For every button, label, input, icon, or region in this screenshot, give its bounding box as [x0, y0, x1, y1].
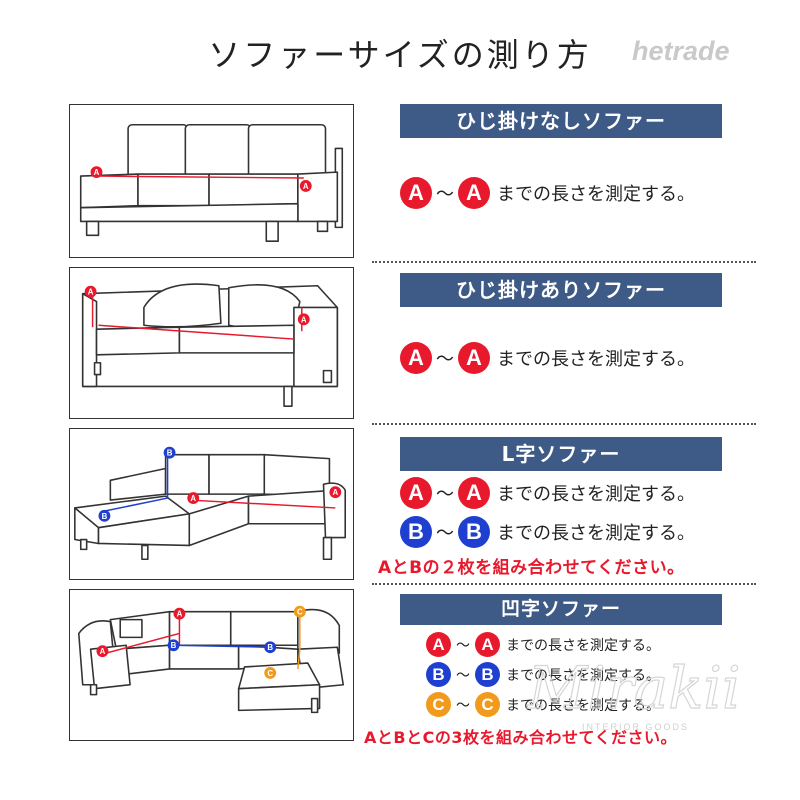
badge-to: A — [458, 177, 490, 209]
sofa-no-arms-drawing: A A — [79, 123, 344, 242]
badge-c-top: C — [293, 605, 306, 618]
svg-text:A: A — [94, 168, 100, 177]
combine-note: AとBの２枚を組み合わせてください。 — [378, 558, 685, 578]
l-shaped-sofa-drawing: B B A A — [74, 446, 347, 561]
instruction-row: C 〜 C までの長さを測定する。 — [426, 692, 660, 717]
banner-with-arms: ひじ掛けありソファー — [400, 273, 722, 307]
badge-from: A — [400, 477, 432, 509]
badge-from: A — [400, 342, 432, 374]
combine-note: AとBとCの3枚を組み合わせてください。 — [364, 728, 677, 747]
svg-text:B: B — [102, 512, 108, 521]
u-shaped-sofa-drawing: A A B B C C — [77, 605, 345, 714]
badge-from: A — [400, 177, 432, 209]
tilde: 〜 — [456, 637, 470, 654]
brand-logo: hetrade — [632, 36, 730, 66]
sofa-with-arms-drawing: A A — [81, 283, 339, 407]
page-title: ソファーサイズの測り方 — [208, 36, 592, 74]
badge-to: A — [458, 342, 490, 374]
badge-a-right: A — [299, 180, 312, 192]
dotted-divider — [372, 583, 756, 585]
tilde: 〜 — [456, 667, 470, 684]
svg-text:A: A — [88, 288, 94, 297]
badge-a-left: A — [90, 166, 103, 179]
banner-l-shaped: L字ソファー — [400, 437, 722, 471]
banner-u-shaped: 凹字ソファー — [400, 594, 722, 625]
instruction-row: A 〜 A までの長さを測定する。 — [400, 342, 695, 374]
banner-no-arms: ひじ掛けなしソファー — [400, 104, 722, 138]
svg-text:A: A — [190, 494, 196, 503]
svg-text:C: C — [297, 608, 303, 617]
badge-b-left: B — [167, 639, 180, 652]
instruction-row: A 〜 A までの長さを測定する。 — [400, 177, 695, 209]
tilde: 〜 — [436, 523, 454, 544]
badge-a-right: A — [297, 313, 310, 326]
instruction-text: までの長さを測定する。 — [497, 484, 695, 505]
badge-from: B — [400, 516, 432, 548]
badge-from: B — [426, 662, 451, 687]
svg-text:C: C — [267, 669, 273, 678]
instruction-text: までの長さを測定する。 — [497, 349, 695, 370]
badge-b-right: B — [264, 641, 277, 654]
badge-from: A — [426, 632, 451, 657]
badge-a-left: A — [96, 645, 109, 658]
tilde: 〜 — [436, 349, 454, 370]
svg-text:A: A — [333, 488, 339, 497]
svg-text:B: B — [171, 641, 177, 650]
instruction-text: までの長さを測定する。 — [506, 637, 660, 654]
tilde: 〜 — [436, 184, 454, 205]
svg-text:B: B — [167, 449, 173, 458]
badge-to: B — [458, 516, 490, 548]
svg-text:B: B — [267, 643, 273, 652]
u-shaped-sofa-illustration: A A B B C C — [69, 589, 354, 741]
sofa-no-arms-illustration: A A — [69, 104, 354, 258]
badge-from: C — [426, 692, 451, 717]
tilde: 〜 — [436, 484, 454, 505]
instruction-row: B 〜 B までの長さを測定する。 — [426, 662, 660, 687]
instruction-text: までの長さを測定する。 — [506, 697, 660, 714]
badge-to: A — [475, 632, 500, 657]
instruction-row: A 〜 A までの長さを測定する。 — [426, 632, 660, 657]
badge-b-top: B — [163, 446, 176, 459]
instruction-row: A 〜 A までの長さを測定する。 — [400, 477, 695, 509]
svg-text:A: A — [303, 182, 309, 191]
badge-b-bottom: B — [98, 509, 111, 522]
svg-text:A: A — [100, 647, 106, 656]
dotted-divider — [372, 261, 756, 263]
instruction-text: までの長さを測定する。 — [497, 184, 695, 205]
instruction-row: B 〜 B までの長さを測定する。 — [400, 516, 695, 548]
badge-c-bottom: C — [264, 666, 277, 679]
badge-to: A — [458, 477, 490, 509]
badge-to: B — [475, 662, 500, 687]
badge-a-left: A — [84, 285, 97, 298]
badge-a-top: A — [173, 607, 186, 620]
instruction-text: までの長さを測定する。 — [497, 523, 695, 544]
tilde: 〜 — [456, 697, 470, 714]
badge-a-left: A — [187, 492, 200, 504]
badge-a-right: A — [329, 486, 342, 499]
l-shaped-sofa-illustration: B B A A — [69, 428, 354, 580]
svg-text:A: A — [177, 610, 183, 619]
sofa-with-arms-illustration: A A — [69, 267, 354, 419]
instruction-text: までの長さを測定する。 — [506, 667, 660, 684]
dotted-divider — [372, 423, 756, 425]
svg-text:A: A — [301, 315, 307, 324]
badge-to: C — [475, 692, 500, 717]
